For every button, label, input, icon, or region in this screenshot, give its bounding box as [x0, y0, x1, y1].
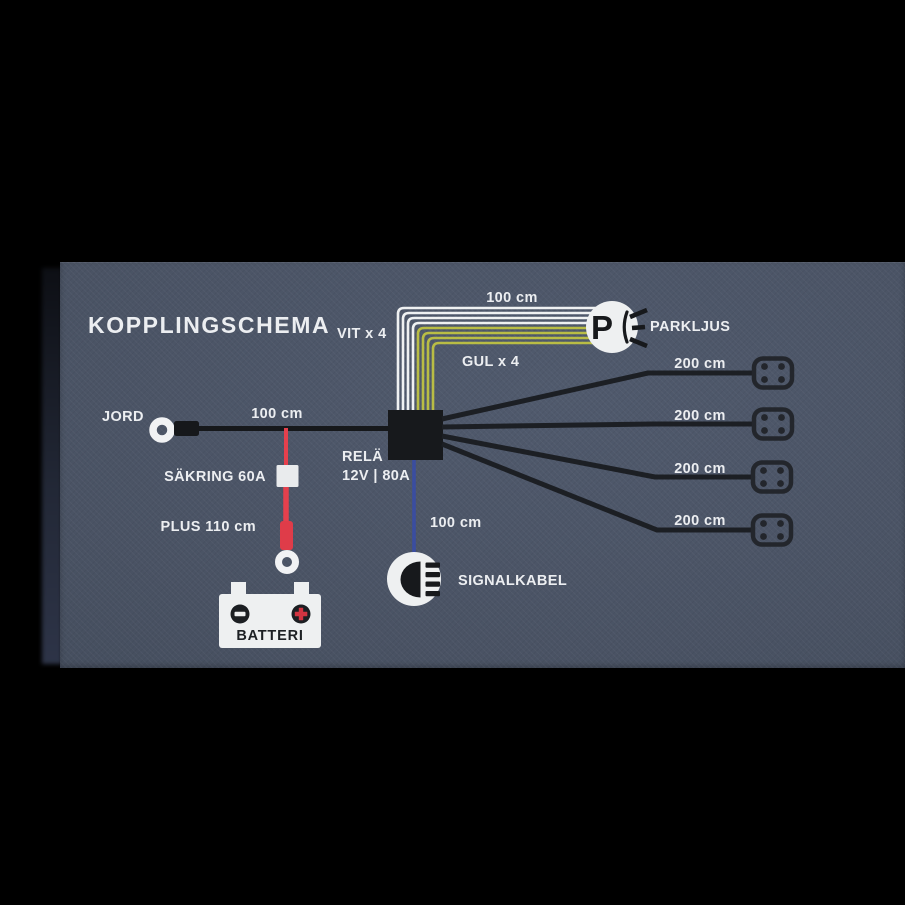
white-wire-3 [406, 316, 616, 411]
battery-icon: BATTERI [219, 582, 321, 648]
signal-cable-label: SIGNALKABEL [458, 573, 567, 589]
output-length-label: 200 cm [674, 356, 726, 372]
connector-2 [751, 407, 795, 441]
yellow-wire-4 [431, 341, 616, 411]
ground-crimp [174, 421, 199, 436]
ring-terminal-icon [149, 417, 175, 443]
plus-crimp [280, 521, 293, 550]
fog-lamp-bars [425, 562, 440, 597]
photo-edge-shadow [42, 268, 62, 664]
ring-terminal-icon [275, 550, 299, 574]
diagram-card: KOPPLINGSCHEMA 100 cm VIT x 4 GUL x 4 JO… [60, 262, 905, 668]
signal-length-label: 100 cm [430, 515, 482, 531]
white-wire-4 [411, 321, 616, 411]
fog-lamp-shape [400, 561, 421, 598]
white-wire-2 [401, 311, 616, 411]
parking-light-label: PARKLJUS [650, 319, 730, 335]
yellow-bundle-label: GUL x 4 [462, 354, 519, 370]
output-wire-4 [441, 441, 754, 533]
fog-light-icon [387, 552, 441, 606]
minus-bar [234, 611, 246, 617]
output-length-label: 200 cm [674, 461, 726, 477]
white-wire-bundle [396, 306, 616, 411]
connector-pins [760, 363, 785, 540]
connector-1 [751, 356, 795, 390]
battery-post-right [294, 582, 309, 597]
output-length-label: 200 cm [674, 513, 726, 529]
output-wire-1 [441, 370, 754, 422]
page-title: KOPPLINGSCHEMA [88, 312, 330, 338]
relay-spec-label: 12V | 80A [342, 468, 410, 484]
battery-label: BATTERI [236, 628, 303, 644]
parking-light-icon: P [586, 301, 648, 353]
output-length-label: 200 cm [674, 408, 726, 424]
lamp-arc [622, 310, 629, 344]
yellow-wire-1 [416, 326, 616, 411]
white-bundle-label: VIT x 4 [337, 326, 387, 342]
lamp-beams [629, 307, 648, 349]
plus-bar-v [298, 607, 304, 621]
connector-3 [750, 460, 794, 494]
white-wire-1 [396, 306, 616, 411]
relay-box [388, 410, 443, 460]
yellow-wire-bundle [416, 326, 616, 411]
wiring-diagram: KOPPLINGSCHEMA 100 cm VIT x 4 GUL x 4 JO… [88, 290, 795, 648]
output-wires [441, 370, 754, 533]
battery-post-left [231, 582, 246, 597]
output-wire-2 [441, 421, 754, 430]
parking-light-letter: P [591, 309, 613, 346]
yellow-wire-3 [426, 336, 616, 411]
connector-4 [750, 513, 794, 547]
ground-length-label: 100 cm [251, 406, 303, 422]
bundle-length-label: 100 cm [486, 290, 538, 306]
connector-icon [750, 356, 795, 547]
fuse-label: SÄKRING 60A [164, 468, 266, 485]
relay-name-label: RELÄ [342, 448, 383, 465]
output-wire-3 [441, 433, 754, 480]
plus-wire-label: PLUS 110 cm [161, 519, 256, 535]
ground-label: JORD [102, 409, 144, 425]
fuse-box [276, 465, 299, 487]
yellow-wire-2 [421, 331, 616, 411]
